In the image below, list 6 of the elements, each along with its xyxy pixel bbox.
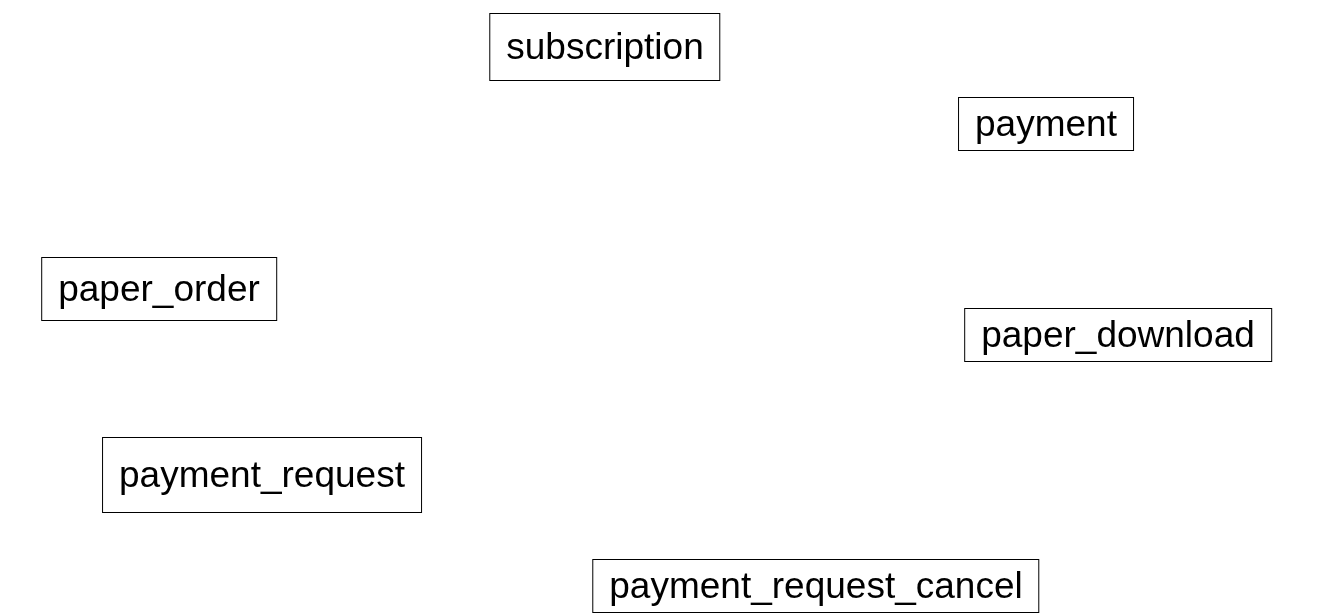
- entity-box: paper_download: [964, 308, 1272, 362]
- entity-box: payment_request: [102, 437, 422, 513]
- entity-box: payment_request_cancel: [592, 559, 1040, 613]
- entity-box: payment: [958, 97, 1134, 151]
- entity-box: subscription: [489, 13, 721, 81]
- entity-box: paper_order: [41, 257, 277, 321]
